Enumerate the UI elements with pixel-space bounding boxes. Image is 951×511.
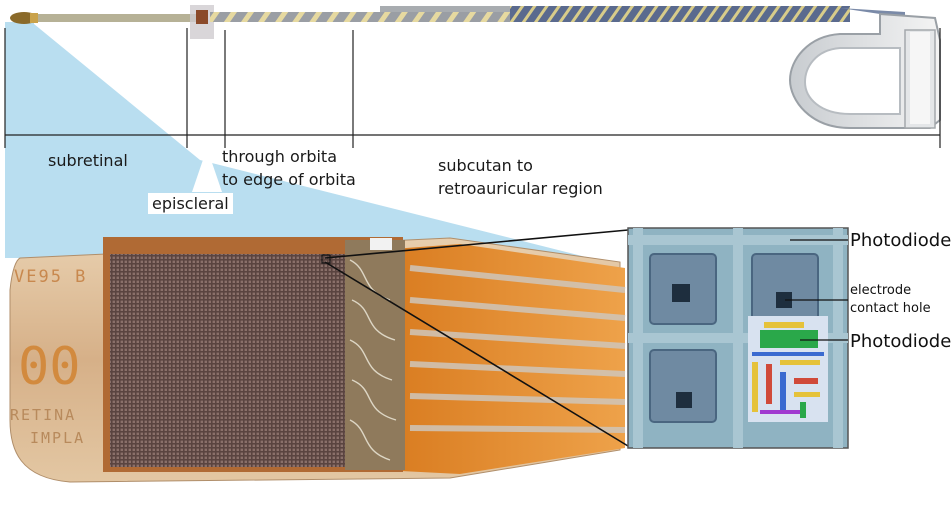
lead-wire	[30, 14, 200, 22]
photodiode-array	[110, 254, 345, 467]
implant-overview	[10, 5, 941, 129]
label-through-orbita-2: to edge of orbita	[222, 170, 356, 189]
chip-print-line1: RETINA	[10, 406, 76, 424]
projection-wedge	[5, 22, 590, 258]
striped-cable	[210, 12, 510, 22]
label-subcutan-1: subcutan to	[438, 156, 533, 175]
episcleral-pointer	[192, 148, 222, 192]
label-photodiode-bottom: Photodiode	[850, 331, 951, 352]
zoom-source-box	[321, 254, 331, 264]
zoom-lines	[324, 229, 629, 447]
bond-area	[345, 240, 405, 470]
label-episcleral: episcleral	[148, 193, 233, 214]
region-brackets	[4, 28, 941, 148]
cable-bundle	[510, 6, 850, 22]
photodiode-cell-2	[751, 253, 819, 325]
micrograph-inset	[627, 227, 849, 449]
chip-print-line2: IMPLA	[30, 429, 85, 447]
chip-print-digits: 00	[18, 337, 81, 397]
label-electrode-1: electrode	[850, 283, 912, 298]
label-subretinal: subretinal	[48, 151, 128, 170]
lead-traces	[409, 265, 626, 433]
label-electrode-2: contact hole	[850, 301, 931, 316]
photodiode-cell-3	[649, 349, 717, 423]
label-photodiode-top: Photodiode	[850, 230, 951, 251]
chip-print-top: VE95 B	[14, 267, 87, 287]
photodiode-cell-1	[649, 253, 717, 325]
label-subcutan-2: retroauricular region	[438, 179, 603, 198]
label-through-orbita-1: through orbita	[222, 147, 337, 166]
circuit-cell	[748, 316, 828, 422]
chip-closeup: VE95 B 00 RETINA IMPLA	[9, 237, 626, 483]
